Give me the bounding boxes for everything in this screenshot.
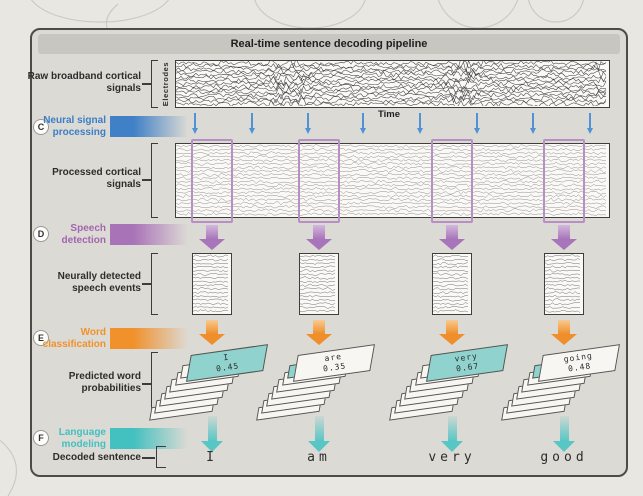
page-title: Real-time sentence decoding pipeline: [230, 38, 428, 50]
probability-card-stack: I 0.45: [148, 344, 274, 421]
word-probability: 0.48: [567, 361, 592, 374]
arrow-down-icon: [551, 334, 577, 345]
events-bracket: [151, 253, 158, 315]
words-label-connector: [142, 383, 151, 385]
time-sample-arrow: [473, 113, 481, 134]
time-sample-arrow: [304, 113, 312, 134]
stage-f-gradient-bar: [110, 428, 188, 449]
language-modeling-arrow: [553, 416, 575, 452]
processed-signals-plot: [175, 143, 610, 218]
speech-detection-arrow: [439, 225, 465, 250]
stage-c-label: Neural signal processing: [43, 115, 106, 138]
raw-signal-traces: [176, 61, 607, 107]
event-traces: [433, 254, 469, 313]
word-classification-arrow: [199, 320, 225, 345]
speech-detection-arrow: [306, 225, 332, 250]
speech-detection-arrow: [551, 225, 577, 250]
arrow-down-icon: [417, 128, 423, 134]
arrow-down-icon: [306, 334, 332, 345]
detection-window-highlight: [191, 139, 233, 223]
stage-e-badge: E: [33, 330, 49, 346]
event-traces: [300, 255, 336, 313]
speech-event-plot: [544, 253, 584, 315]
event-traces: [193, 254, 229, 313]
arrow-down-icon: [199, 334, 225, 345]
decoded-word: am: [307, 450, 331, 465]
arrow-down-icon: [306, 239, 332, 250]
decoded-label-connector: [142, 457, 155, 459]
detection-window-highlight: [298, 139, 340, 223]
time-sample-arrow: [191, 113, 199, 134]
stage-c-badge: C: [33, 119, 49, 135]
word-probability: 0.67: [455, 361, 480, 374]
processed-signal-traces: [176, 144, 607, 217]
processed-label-connector: [142, 179, 151, 181]
word-probability: 0.45: [215, 361, 240, 374]
title-bar: Real-time sentence decoding pipeline: [38, 34, 620, 54]
probability-card-stack: going 0.48: [500, 344, 626, 421]
decoded-word: I: [206, 450, 218, 465]
arrow-down-icon: [551, 239, 577, 250]
arrow-down-icon: [530, 128, 536, 134]
events-label-connector: [142, 283, 151, 285]
language-modeling-arrow: [441, 416, 463, 452]
raw-bracket: [151, 60, 158, 108]
probability-card-stack: very 0.67: [388, 344, 514, 421]
arrow-down-icon: [305, 128, 311, 134]
stage-d-gradient-bar: [110, 224, 188, 245]
word-probabilities-label: Predicted word probabilities: [68, 371, 141, 394]
time-sample-arrow: [586, 113, 594, 134]
arrow-down-icon: [441, 441, 463, 452]
decoded-bracket: [156, 446, 166, 468]
arrow-down-icon: [474, 128, 480, 134]
arrow-down-icon: [308, 441, 330, 452]
arrow-down-icon: [553, 441, 575, 452]
speech-events-label: Neurally detected speech events: [57, 271, 141, 294]
detection-window-highlight: [431, 139, 473, 223]
word-classification-arrow: [306, 320, 332, 345]
arrow-down-icon: [439, 334, 465, 345]
arrow-down-icon: [587, 128, 593, 134]
stage-f-label: Language modeling: [58, 427, 106, 450]
time-axis-label: Time: [378, 109, 401, 120]
decoded-sentence-label: Decoded sentence: [52, 452, 141, 463]
stage-c-gradient-bar: [110, 116, 188, 137]
detection-window-highlight: [543, 139, 585, 223]
event-traces: [545, 254, 581, 313]
raw-label-connector: [142, 83, 151, 85]
speech-detection-arrow: [199, 225, 225, 250]
time-sample-arrow: [248, 113, 256, 134]
speech-event-plot: [192, 253, 232, 315]
electrodes-axis-label: Electrodes: [161, 61, 170, 107]
speech-event-plot: [432, 253, 472, 315]
stage-e-gradient-bar: [110, 328, 188, 349]
processed-bracket: [151, 143, 158, 218]
probability-card-stack: are 0.35: [255, 344, 381, 421]
raw-signals-label: Raw broadband cortical signals: [27, 71, 141, 94]
decoded-word: good: [540, 450, 588, 465]
language-modeling-arrow: [201, 416, 223, 452]
processed-signals-label: Processed cortical signals: [52, 167, 141, 190]
speech-event-plot: [299, 253, 339, 315]
language-modeling-arrow: [308, 416, 330, 452]
raw-signals-plot: [175, 60, 610, 108]
arrow-down-icon: [192, 128, 198, 134]
arrow-down-icon: [439, 239, 465, 250]
arrow-down-icon: [249, 128, 255, 134]
time-sample-arrow: [529, 113, 537, 134]
arrow-down-icon: [199, 239, 225, 250]
decoded-word: very: [428, 450, 476, 465]
stage-d-label: Speech detection: [61, 223, 106, 246]
stage-e-label: Word classification: [42, 327, 106, 350]
word-classification-arrow: [439, 320, 465, 345]
arrow-down-icon: [201, 441, 223, 452]
time-sample-arrow: [416, 113, 424, 134]
arrow-down-icon: [360, 128, 366, 134]
time-sample-arrow: [359, 113, 367, 134]
word-classification-arrow: [551, 320, 577, 345]
stage-d-badge: D: [33, 226, 49, 242]
stage-f-badge: F: [33, 430, 49, 446]
word-probability: 0.35: [322, 361, 347, 374]
